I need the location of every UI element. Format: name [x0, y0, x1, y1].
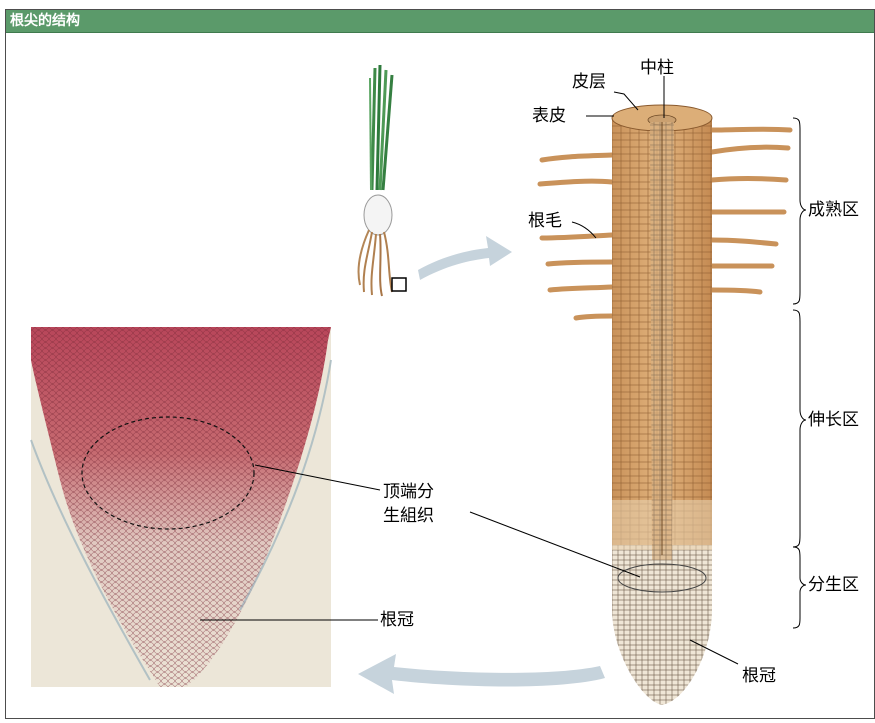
epidermis-label: 表皮 [532, 106, 566, 126]
apical-meristem-label-line2: 生組织 [383, 506, 434, 526]
root-diagram [540, 105, 790, 705]
seedling-icon [358, 65, 406, 296]
micrograph-image [31, 327, 331, 687]
meristematic-zone-label: 分生区 [808, 575, 859, 595]
apical-meristem-label-line1: 顶端分 [383, 482, 434, 502]
zone-brackets [793, 118, 806, 628]
cortex-label: 皮层 [572, 72, 606, 92]
stele-label: 中柱 [640, 58, 674, 78]
root-cap-label-right: 根冠 [742, 666, 776, 686]
zoom-arrow-lower [358, 654, 605, 694]
maturation-zone-label: 成熟区 [808, 200, 859, 220]
zoom-arrow-upper [418, 236, 512, 280]
root-cap-label-left: 根冠 [380, 610, 414, 630]
elongation-zone-label: 伸长区 [808, 410, 859, 430]
root-hair-label: 根毛 [528, 211, 562, 231]
